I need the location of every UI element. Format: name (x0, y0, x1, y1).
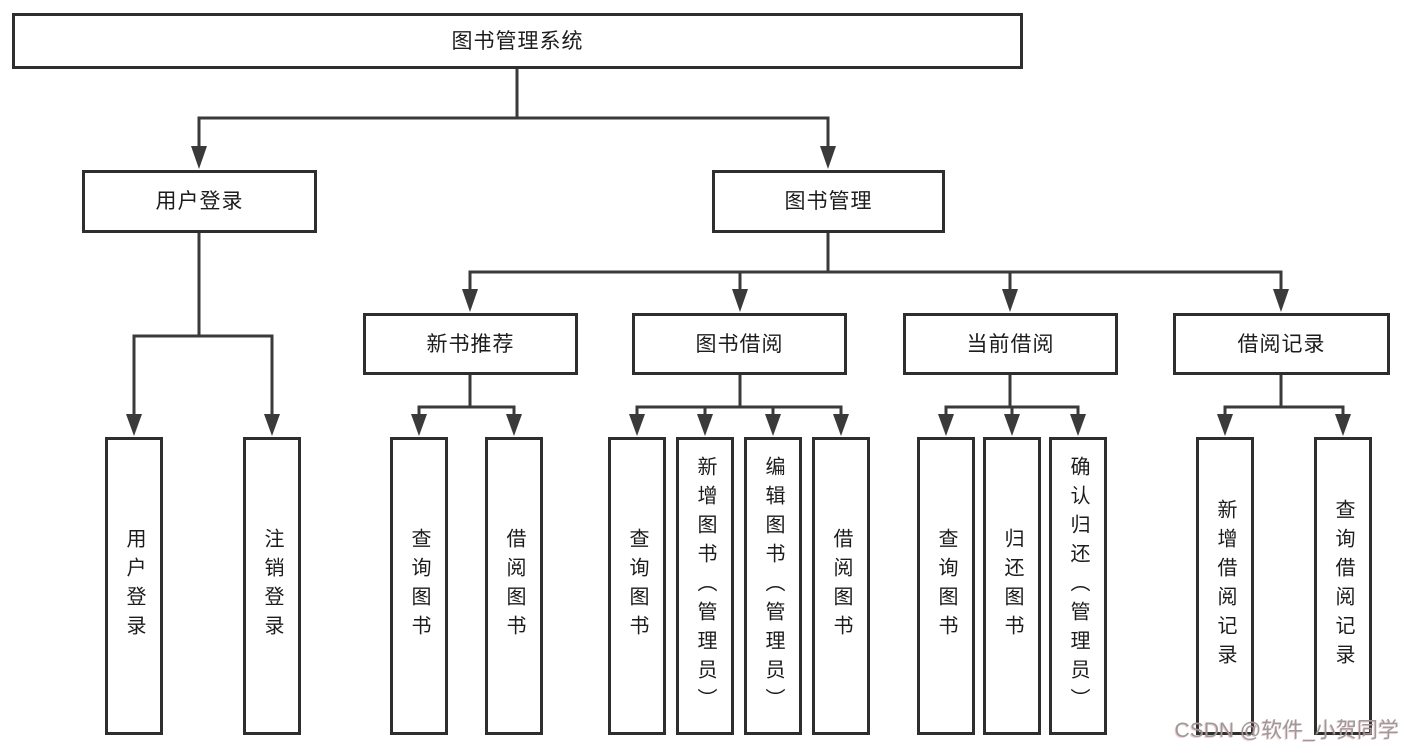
leaf-logout: 注销登录 (243, 437, 301, 735)
edge-book-management-to-level3 (468, 233, 1283, 291)
node-borrow-records: 借阅记录 (1173, 313, 1390, 375)
node-book-management: 图书管理 (712, 170, 945, 233)
edge-root-to-level2 (197, 68, 830, 148)
arrowheads (126, 146, 1351, 436)
node-new-book-recommend: 新书推荐 (363, 313, 578, 375)
node-user-login: 用户登录 (82, 170, 317, 233)
leaf-user-login: 用户登录 (105, 437, 163, 735)
leaf-borrow-books-recommend: 借阅图书 (485, 437, 543, 735)
leaf-query-books-current: 查询图书 (917, 437, 975, 735)
leaf-add-borrow-record: 新增借阅记录 (1196, 437, 1254, 735)
edge-user-login-to-children (132, 233, 274, 416)
csdn-watermark: CSDN @软件_小贺同学 (1174, 719, 1399, 742)
node-book-borrow: 图书借阅 (632, 313, 847, 375)
leaf-confirm-return-admin: 确认归还（管理员） (1049, 437, 1107, 735)
leaf-borrow-books: 借阅图书 (812, 437, 870, 735)
node-library-management-system: 图书管理系统 (12, 13, 1023, 69)
leaf-query-books-borrow: 查询图书 (608, 437, 666, 735)
leaf-query-books-recommend: 查询图书 (390, 437, 448, 735)
leaf-edit-books-admin: 编辑图书（管理员） (744, 437, 802, 735)
leaf-add-books-admin: 新增图书（管理员） (676, 437, 734, 735)
leaf-return-books: 归还图书 (983, 437, 1041, 735)
node-current-borrow: 当前借阅 (903, 313, 1118, 375)
edge-level3-to-leaves (417, 375, 1345, 416)
leaf-query-borrow-record: 查询借阅记录 (1314, 437, 1372, 735)
